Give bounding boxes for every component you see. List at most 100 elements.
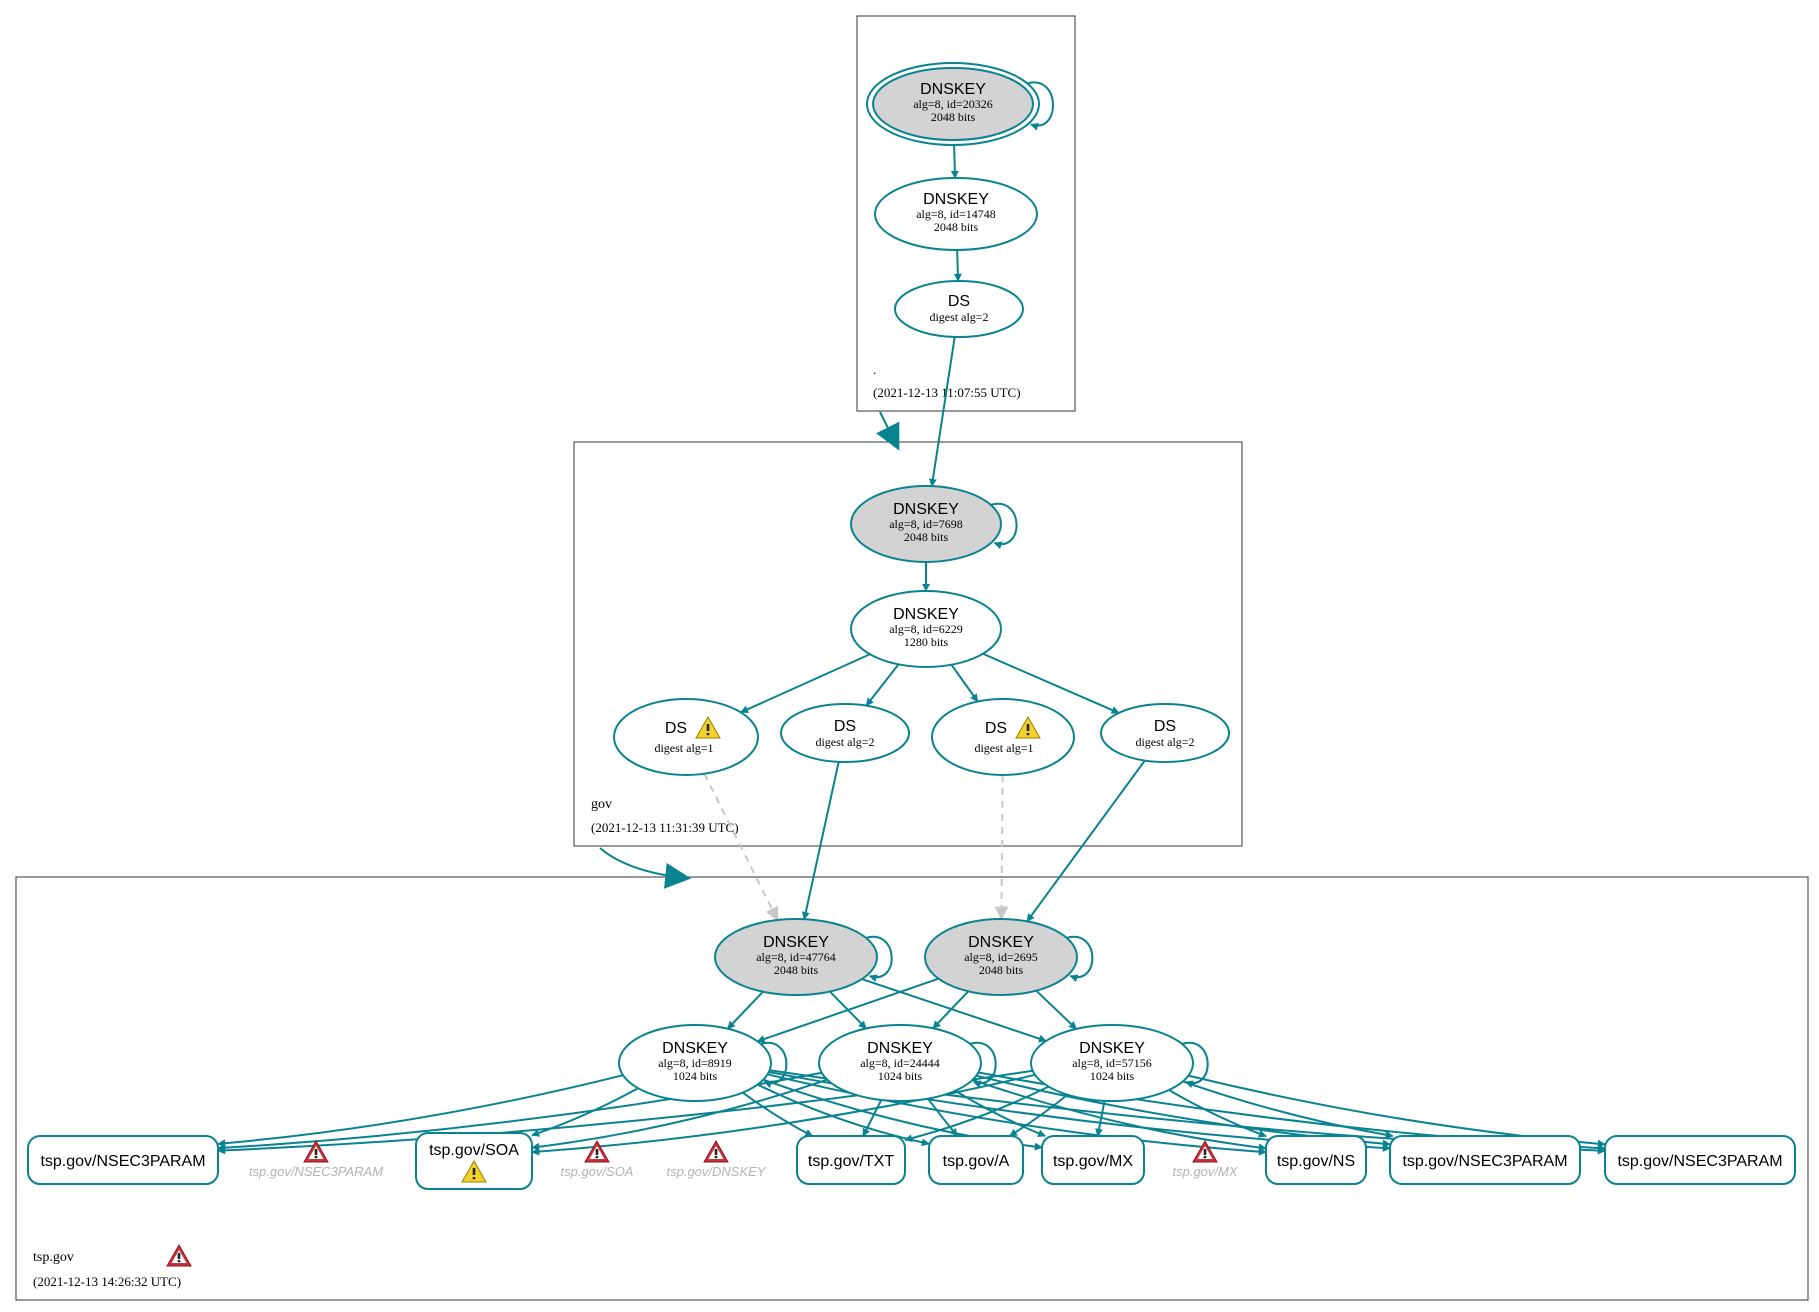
node-type: DNSKEY	[893, 606, 959, 623]
node-shape	[1389, 1135, 1581, 1185]
ghost-label: tsp.gov/DNSKEY	[667, 1164, 767, 1179]
node-shape	[1030, 1024, 1194, 1102]
rrset-txt[interactable]: tsp.gov/TXT	[796, 1135, 906, 1185]
dnskey-node-tsp-ksk-2[interactable]: DNSKEY alg=8, id=2695 2048 bits	[924, 918, 1078, 996]
edge-tsp_zsk3-to-rr_mx	[1095, 1100, 1106, 1137]
dnskey-node-tsp-ksk-1[interactable]: DNSKEY alg=8, id=47764 2048 bits	[714, 918, 878, 996]
ghost-rrset-dnskey: tsp.gov/DNSKEY	[667, 1139, 767, 1179]
node-shape	[874, 177, 1038, 251]
ds-node-gov-4[interactable]: DS digest alg=2	[1100, 703, 1230, 763]
zone-box-tsp	[15, 876, 1809, 1301]
node-type: DS	[985, 720, 1007, 737]
node-detail: alg=8, id=2695	[964, 950, 1038, 964]
node-bits: 1024 bits	[1090, 1069, 1135, 1083]
edge-tsp_zsk2-to-rr_txt	[862, 1099, 883, 1137]
ds-node-gov-2[interactable]: DS digest alg=2	[780, 703, 910, 763]
edge-tsp_zsk2-to-rr_soa	[531, 1078, 828, 1151]
ghost-rrset-mx: tsp.gov/MX	[1172, 1139, 1239, 1179]
node-shape	[27, 1135, 219, 1185]
ghost-rrset-nsec3param: tsp.gov/NSEC3PARAM	[249, 1139, 383, 1179]
ghost-label: tsp.gov/NSEC3PARAM	[249, 1164, 383, 1179]
edge-tsp_zsk3-to-rr_ns	[1168, 1089, 1267, 1138]
node-detail: digest alg=2	[929, 310, 988, 324]
node-detail: alg=8, id=14748	[916, 207, 996, 221]
dnskey-node-tsp-zsk-3[interactable]: DNSKEY alg=8, id=57156 1024 bits	[1030, 1024, 1194, 1102]
edge-root_zsk-to-root_ds	[953, 249, 962, 282]
edge-tsp_ksk1-to-tsp_zsk3	[861, 978, 1047, 1043]
zone-timestamp-tsp: (2021-12-13 14:26:32 UTC)	[33, 1274, 181, 1289]
node-shape	[1265, 1135, 1367, 1185]
node-shape	[613, 698, 759, 776]
edge-gov_ds4-to-tsp_ksk2	[1026, 759, 1146, 922]
edge-tsp_zsk3-to-rr_soa	[531, 1073, 1036, 1156]
node-shape	[894, 280, 1024, 338]
node-detail: digest alg=2	[815, 735, 874, 749]
dnskey-node-root-ksk[interactable]: DNSKEY alg=8, id=20326 2048 bits	[866, 62, 1040, 146]
trust-anchor-ring	[866, 62, 1040, 146]
ds-node-root[interactable]: DS digest alg=2	[894, 280, 1024, 338]
edge-tsp_zsk3-to-tsp_zsk3	[1181, 1041, 1209, 1089]
edge-tsp_zsk2-to-rr_ns	[972, 1078, 1267, 1152]
error-icon	[584, 1139, 610, 1163]
rrset-soa[interactable]: tsp.gov/SOA	[415, 1132, 533, 1190]
zone-tsp: tsp.gov (2021-12-13 14:26:32 UTC)	[15, 876, 1809, 1301]
nodes: DNSKEY alg=8, id=20326 2048 bits DNSKEY …	[27, 62, 1796, 1190]
node-type: DNSKEY	[763, 934, 829, 951]
node-type: DNSKEY	[968, 934, 1034, 951]
node-type: DNSKEY	[662, 1040, 728, 1057]
edge-gov_zsk-to-gov_ds1	[740, 653, 871, 714]
dnskey-node-tsp-zsk-2[interactable]: DNSKEY alg=8, id=24444 1024 bits	[818, 1024, 982, 1102]
node-type: DS	[948, 293, 970, 310]
edge-tsp_zsk2-to-rr_a	[927, 1098, 958, 1137]
rrset-nsec3param-3[interactable]: tsp.gov/NSEC3PARAM	[1604, 1135, 1796, 1185]
node-detail: alg=8, id=24444	[860, 1056, 940, 1070]
dnskey-node-gov-ksk[interactable]: DNSKEY alg=8, id=7698 2048 bits	[850, 485, 1002, 563]
zone-name-tsp: tsp.gov	[33, 1250, 74, 1265]
node-type: DNSKEY	[867, 1040, 933, 1057]
dnskey-node-gov-zsk[interactable]: DNSKEY alg=8, id=6229 1280 bits	[850, 590, 1002, 668]
node-detail: alg=8, id=47764	[756, 950, 836, 964]
edge-tsp_zsk3-to-rr_nsec3param_3	[1188, 1074, 1606, 1148]
rrset-nsec3param-2[interactable]: tsp.gov/NSEC3PARAM	[1389, 1135, 1581, 1185]
rrset-label: tsp.gov/TXT	[808, 1153, 894, 1170]
rrset-nsec3param-1[interactable]: tsp.gov/NSEC3PARAM	[27, 1135, 219, 1185]
edge-gov_zsk-to-gov_ds2	[865, 663, 900, 707]
ghost-label: tsp.gov/MX	[1172, 1164, 1238, 1179]
edge-tsp_ksk1-to-tsp_zsk1	[726, 991, 764, 1030]
delegations	[599, 411, 900, 889]
node-bits: 2048 bits	[931, 110, 976, 124]
rrset-label: tsp.gov/NS	[1277, 1153, 1355, 1170]
delegation-gov-to-tsp	[599, 847, 692, 889]
error-icon	[1192, 1139, 1218, 1163]
rrset-ns[interactable]: tsp.gov/NS	[1265, 1135, 1367, 1185]
rrset-label: tsp.gov/SOA	[429, 1142, 519, 1159]
dnskey-node-tsp-zsk-1[interactable]: DNSKEY alg=8, id=8919 1024 bits	[618, 1024, 772, 1102]
node-shape	[618, 1024, 772, 1102]
node-detail: alg=8, id=20326	[913, 97, 993, 111]
rrset-label: tsp.gov/NSEC3PARAM	[1617, 1153, 1782, 1170]
node-shape	[928, 1135, 1024, 1185]
node-type: DNSKEY	[1079, 1040, 1145, 1057]
node-bits: 1024 bits	[878, 1069, 923, 1083]
edge-tsp_ksk2-to-tsp_zsk1	[756, 977, 939, 1043]
edge-tsp_zsk3-to-rr_txt	[904, 1085, 1049, 1143]
node-bits: 1024 bits	[673, 1069, 718, 1083]
edge-root_ksk-to-root_ksk	[1026, 81, 1054, 131]
node-shape	[924, 918, 1078, 996]
error-icon	[703, 1139, 729, 1163]
rrset-a[interactable]: tsp.gov/A	[928, 1135, 1024, 1185]
ds-node-gov-1[interactable]: DS digest alg=1	[613, 698, 759, 776]
edge-gov_zsk-to-gov_ds4	[982, 652, 1120, 714]
zone-gov: gov (2021-12-13 11:31:39 UTC)	[573, 441, 1243, 847]
zone-box-root	[856, 15, 1076, 412]
dnskey-node-root-zsk[interactable]: DNSKEY alg=8, id=14748 2048 bits	[874, 177, 1038, 251]
edge-tsp_zsk1-to-rr_nsec3param_1	[217, 1074, 624, 1148]
edge-root_ksk-to-root_zsk	[950, 144, 959, 179]
edge-gov_ds1-to-tsp_ksk1	[703, 773, 779, 922]
node-shape	[714, 918, 878, 996]
node-type: DNSKEY	[923, 191, 989, 208]
rrset-mx[interactable]: tsp.gov/MX	[1041, 1135, 1145, 1185]
node-detail: digest alg=1	[654, 741, 713, 755]
ds-node-gov-3[interactable]: DS digest alg=1	[931, 698, 1075, 776]
